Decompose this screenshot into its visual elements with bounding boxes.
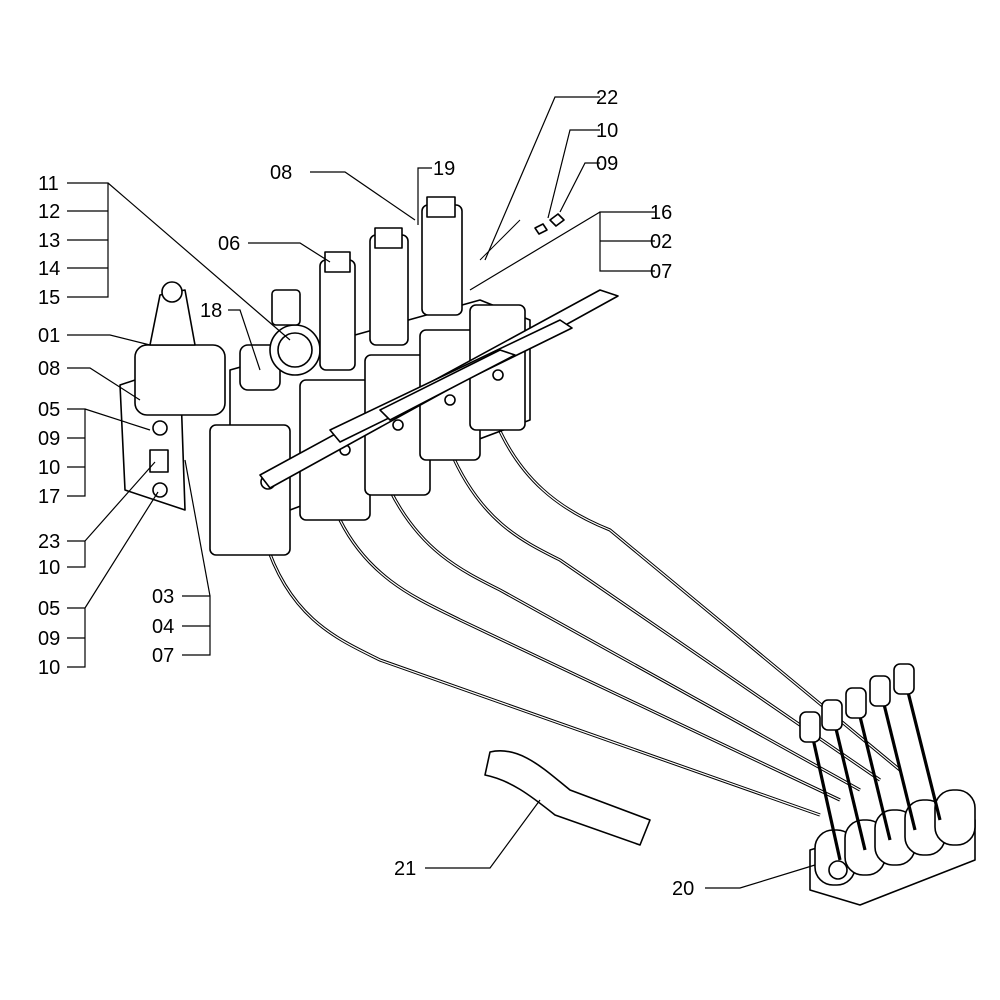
label-09: 09 xyxy=(38,428,60,450)
label-06: 06 xyxy=(218,233,240,255)
hose xyxy=(484,750,651,846)
label-16: 16 xyxy=(650,202,672,224)
label-12: 12 xyxy=(38,201,60,223)
label-13: 13 xyxy=(38,230,60,252)
label-03: 03 xyxy=(152,586,174,608)
label-08: 08 xyxy=(38,358,60,380)
label-11: 11 xyxy=(38,173,59,195)
leader-lines xyxy=(67,96,816,889)
label-09: 09 xyxy=(38,628,60,650)
label-18: 18 xyxy=(200,300,222,322)
label-22: 22 xyxy=(596,87,618,109)
label-10: 10 xyxy=(596,120,618,142)
label-05: 05 xyxy=(38,598,60,620)
label-01: 01 xyxy=(38,325,60,347)
label-08: 08 xyxy=(270,162,292,184)
label-04: 04 xyxy=(152,616,174,638)
label-14: 14 xyxy=(38,258,60,280)
label-21: 21 xyxy=(394,858,416,880)
label-09: 09 xyxy=(596,153,618,175)
label-07: 07 xyxy=(152,645,174,667)
label-10: 10 xyxy=(38,457,60,479)
control-cables xyxy=(263,419,902,817)
remote-control-unit xyxy=(799,663,976,906)
label-19: 19 xyxy=(433,158,455,180)
part-number-labels: 11 12 13 14 15 01 08 05 09 10 17 23 10 0… xyxy=(38,87,694,900)
label-15: 15 xyxy=(38,287,60,309)
label-02: 02 xyxy=(650,231,672,253)
valve-assembly xyxy=(119,196,619,556)
label-10: 10 xyxy=(38,657,60,679)
label-23: 23 xyxy=(38,531,60,553)
label-17: 17 xyxy=(38,486,60,508)
label-07: 07 xyxy=(650,261,672,283)
label-05: 05 xyxy=(38,399,60,421)
label-20: 20 xyxy=(672,878,694,900)
label-10: 10 xyxy=(38,557,60,579)
